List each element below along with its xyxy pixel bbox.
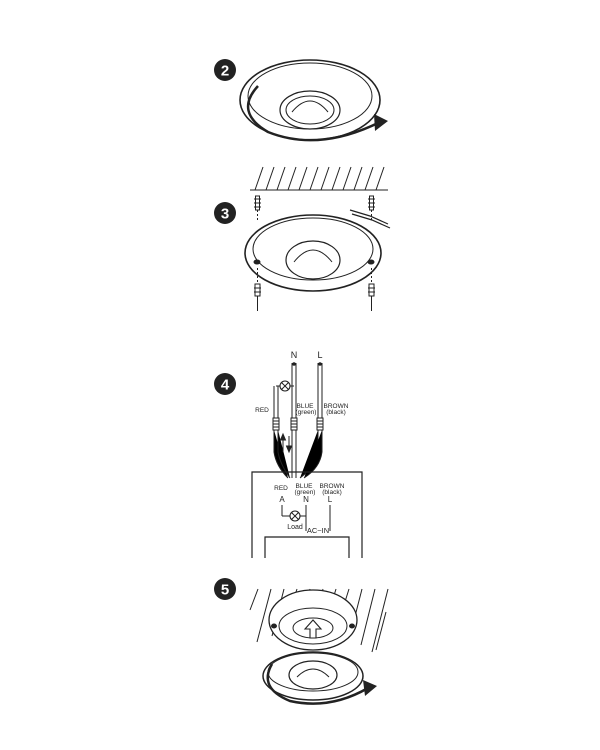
sensor-mounted	[244, 214, 382, 292]
cable-icon	[349, 209, 391, 229]
step-3-group: 3	[214, 166, 391, 311]
step-5-badge: 5	[214, 578, 236, 600]
wires-lower	[273, 430, 323, 479]
brown-label-box: BROWN	[320, 483, 345, 490]
screw-right-icon	[368, 268, 375, 311]
terminal-box	[251, 471, 363, 558]
screw-anchor-left	[254, 195, 261, 222]
wire-ends-top	[292, 362, 322, 366]
step-5-group: 5	[214, 578, 389, 705]
step-4-number: 4	[221, 377, 230, 394]
red-label-box: RED	[274, 485, 288, 492]
rotation-arrow-icon-2	[266, 663, 377, 705]
wire-connector-blue	[290, 417, 298, 431]
wire-connector-red	[272, 417, 280, 431]
blue-alt-label-top: (green)	[296, 409, 317, 416]
lamp-icon	[279, 380, 291, 392]
step-3-number: 3	[221, 206, 229, 223]
up-arrow-icon	[303, 619, 323, 639]
step-4-group: 4 N L RED BLUE (green) BROWN (black)	[214, 350, 363, 558]
step-4-badge: 4	[214, 373, 236, 395]
blue-label-box: BLUE	[296, 483, 314, 490]
brown-alt-label-top: (black)	[326, 409, 346, 416]
terminal-n-label: N	[303, 495, 309, 504]
wire-connector-brown	[316, 417, 324, 431]
step-2-badge: 2	[214, 59, 236, 81]
blue-alt-label-box: (green)	[295, 489, 316, 496]
terminal-l-label: L	[328, 495, 333, 504]
step-2-number: 2	[221, 63, 229, 80]
brown-alt-label-box: (black)	[322, 489, 342, 496]
screw-left-icon	[254, 268, 261, 311]
step-3-badge: 3	[214, 202, 236, 224]
terminal-a-label: A	[279, 495, 285, 504]
load-label: Load	[287, 524, 303, 531]
sensor-rotated	[239, 59, 381, 141]
blue-label-top: BLUE	[297, 403, 315, 410]
step-2-group: 2	[214, 59, 388, 142]
step-5-number: 5	[221, 582, 229, 599]
sensor-head	[262, 651, 364, 701]
ceiling-hatch	[250, 166, 388, 191]
rotation-arrow-icon	[246, 85, 388, 142]
red-label-top: RED	[255, 407, 269, 414]
ac-input-label: AC~IN	[307, 526, 329, 535]
load-circuit	[281, 505, 331, 531]
load-lamp-icon	[289, 510, 301, 522]
insert-arrow-icon	[279, 432, 293, 454]
live-label: L	[317, 350, 322, 360]
brown-label-top: BROWN	[324, 403, 349, 410]
neutral-label: N	[291, 350, 298, 360]
